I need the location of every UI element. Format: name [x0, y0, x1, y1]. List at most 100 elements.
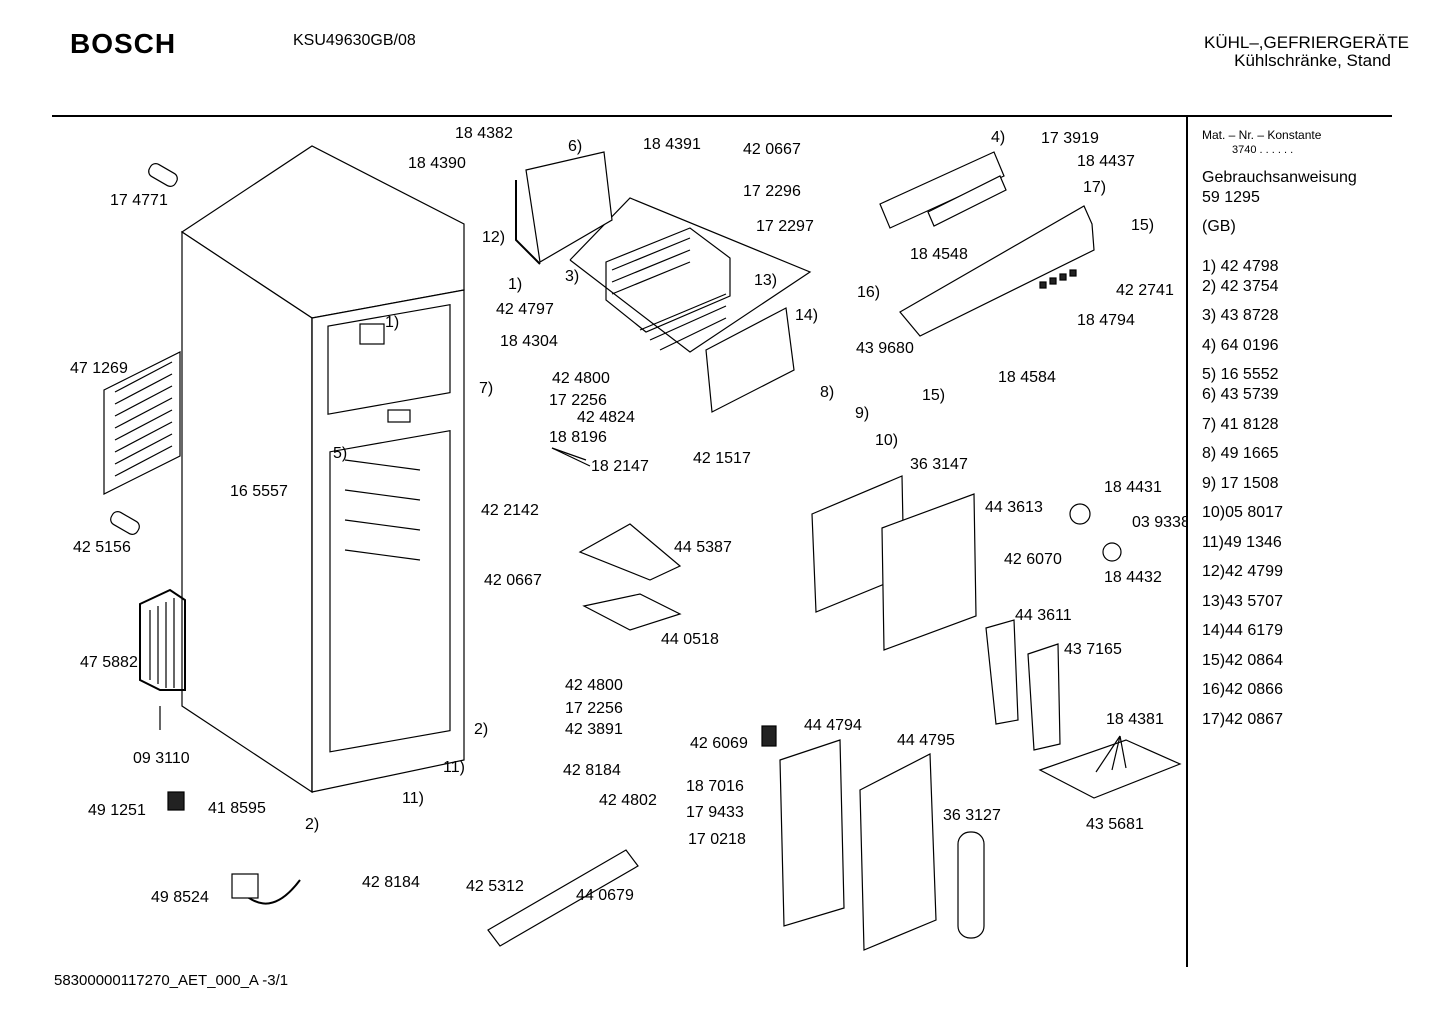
category-subtitle: Kühlschränke, Stand — [1234, 51, 1391, 70]
part-callout: 42 8184 — [563, 762, 621, 779]
part-callout: 43 5681 — [1086, 816, 1144, 833]
part-callout: 13) — [754, 272, 777, 289]
part-callout: 49 1251 — [88, 802, 146, 819]
roller-part-lower — [110, 511, 140, 535]
brand-logo: BOSCH — [70, 28, 177, 59]
compressor-starter — [231, 873, 259, 899]
document-id: 58300000117270_AET_000_A -3/1 — [54, 972, 289, 989]
part-callout: 42 0667 — [743, 141, 801, 158]
fridge-cabinet — [180, 145, 465, 794]
reference-item: 10)05 8017 — [1202, 504, 1283, 521]
base-plate — [1038, 739, 1182, 799]
part-callout: 49 8524 — [151, 889, 209, 906]
part-callout: 18 4431 — [1104, 479, 1162, 496]
part-callout: 42 1517 — [693, 450, 751, 467]
cover-plate — [705, 307, 795, 413]
part-callout: 44 4795 — [897, 732, 955, 749]
reference-item: 4) 64 0196 — [1202, 337, 1279, 354]
category-title: KÜHL–,GEFRIERGERÄTE — [1204, 33, 1409, 52]
part-callout: 17 2256 — [565, 700, 623, 717]
part-callout: 11) — [443, 759, 465, 776]
part-callout: 42 4800 — [565, 677, 623, 694]
reference-item: 16)42 0866 — [1202, 681, 1283, 698]
part-callout: 18 4391 — [643, 136, 701, 153]
part-callout: 43 9680 — [856, 340, 914, 357]
part-callout: 44 4794 — [804, 717, 862, 734]
relay-part — [167, 791, 185, 811]
part-callout: 18 4437 — [1077, 153, 1135, 170]
part-callout: 36 3147 — [910, 456, 968, 473]
shelf-support-lower — [582, 593, 682, 631]
rear-grille — [103, 351, 181, 495]
part-callout: 7) — [479, 380, 493, 397]
mat-label: Mat. – Nr. – Konstante — [1202, 128, 1322, 142]
model-number: KSU49630GB/08 — [293, 32, 416, 49]
part-callout: 42 4802 — [599, 792, 657, 809]
front-cover — [487, 849, 639, 947]
part-callout: 18 4390 — [408, 155, 466, 172]
part-callout: 47 5882 — [80, 654, 138, 671]
part-callout: 17) — [1083, 179, 1106, 196]
manual-number: 59 1295 — [1202, 189, 1260, 206]
part-callout: 42 0667 — [484, 572, 542, 589]
part-callout: 4) — [991, 129, 1005, 146]
reference-item: 17)42 0867 — [1202, 711, 1283, 728]
part-callout: 42 6070 — [1004, 551, 1062, 568]
door-liner-left — [779, 739, 845, 927]
clip-part-upper — [1069, 503, 1091, 525]
region-code: (GB) — [1202, 218, 1236, 235]
part-callout: 2) — [474, 721, 488, 738]
leader-lines — [159, 447, 1127, 773]
roller-part-upper — [148, 163, 178, 187]
part-callout: 18 4304 — [500, 333, 558, 350]
part-callout: 42 3891 — [565, 721, 623, 738]
control-panel — [879, 151, 1007, 229]
reference-item: 11)49 1346 — [1202, 534, 1282, 551]
part-callout: 18 4548 — [910, 246, 968, 263]
part-callout: 44 3611 — [1015, 607, 1072, 624]
part-callout: 9) — [855, 405, 869, 422]
part-callout: 8) — [820, 384, 834, 401]
part-callout: 15) — [922, 387, 945, 404]
part-callout: 6) — [568, 138, 582, 155]
callout-labels: 18 4382 18 4390 6) 18 4391 42 0667 4) 17 3919 1… — [70, 125, 1186, 906]
exploded-parts-diagram: 18 4382 18 4390 6) 18 4391 42 0667 4) 17 3919 1… — [70, 125, 1186, 951]
part-callout: 42 4797 — [496, 301, 554, 318]
reference-item: 14)44 6179 — [1202, 622, 1283, 639]
part-callout: 18 8196 — [549, 429, 607, 446]
lamp-holder — [761, 725, 777, 747]
part-callout: 42 4824 — [577, 409, 635, 426]
reference-item: 15)42 0864 — [1202, 652, 1283, 669]
part-callout: 18 7016 — [686, 778, 744, 795]
reference-item: 1) 42 4798 — [1202, 258, 1279, 275]
part-callout: 18 4381 — [1106, 711, 1164, 728]
reference-item: 9) 17 1508 — [1202, 475, 1279, 492]
manual-label: Gebrauchsanweisung — [1202, 169, 1357, 186]
door-panel — [881, 493, 977, 651]
part-callout: 42 5156 — [73, 539, 131, 556]
part-callout: 17 2256 — [549, 392, 607, 409]
part-callout: 47 1269 — [70, 360, 128, 377]
door-bin-2 — [1027, 643, 1061, 751]
part-callout: 17 3919 — [1041, 130, 1099, 147]
reference-item: 13)43 5707 — [1202, 593, 1283, 610]
part-callout: 18 4382 — [455, 125, 513, 142]
part-callout: 18 2147 — [591, 458, 649, 475]
door-bin-1 — [985, 619, 1019, 725]
mat-value: 3740 . . . . . . — [1232, 144, 1294, 156]
part-callout: 18 4584 — [998, 369, 1056, 386]
part-callout: 42 5312 — [466, 878, 524, 895]
fascia-panel — [899, 205, 1095, 337]
reference-item: 8) 49 1665 — [1202, 445, 1279, 462]
part-callout: 44 0679 — [576, 887, 634, 904]
clip-part-lower — [1102, 542, 1122, 562]
part-callout: 10) — [875, 432, 898, 449]
part-callout: 44 3613 — [985, 499, 1043, 516]
part-callout: 17 0218 — [688, 831, 746, 848]
part-callout: 42 2142 — [481, 502, 539, 519]
header-divider — [52, 115, 1392, 117]
part-callout: 42 2741 — [1116, 282, 1174, 299]
handle-strip — [957, 831, 985, 939]
reference-item: 2) 42 3754 — [1202, 278, 1279, 295]
part-callout: 14) — [795, 307, 818, 324]
